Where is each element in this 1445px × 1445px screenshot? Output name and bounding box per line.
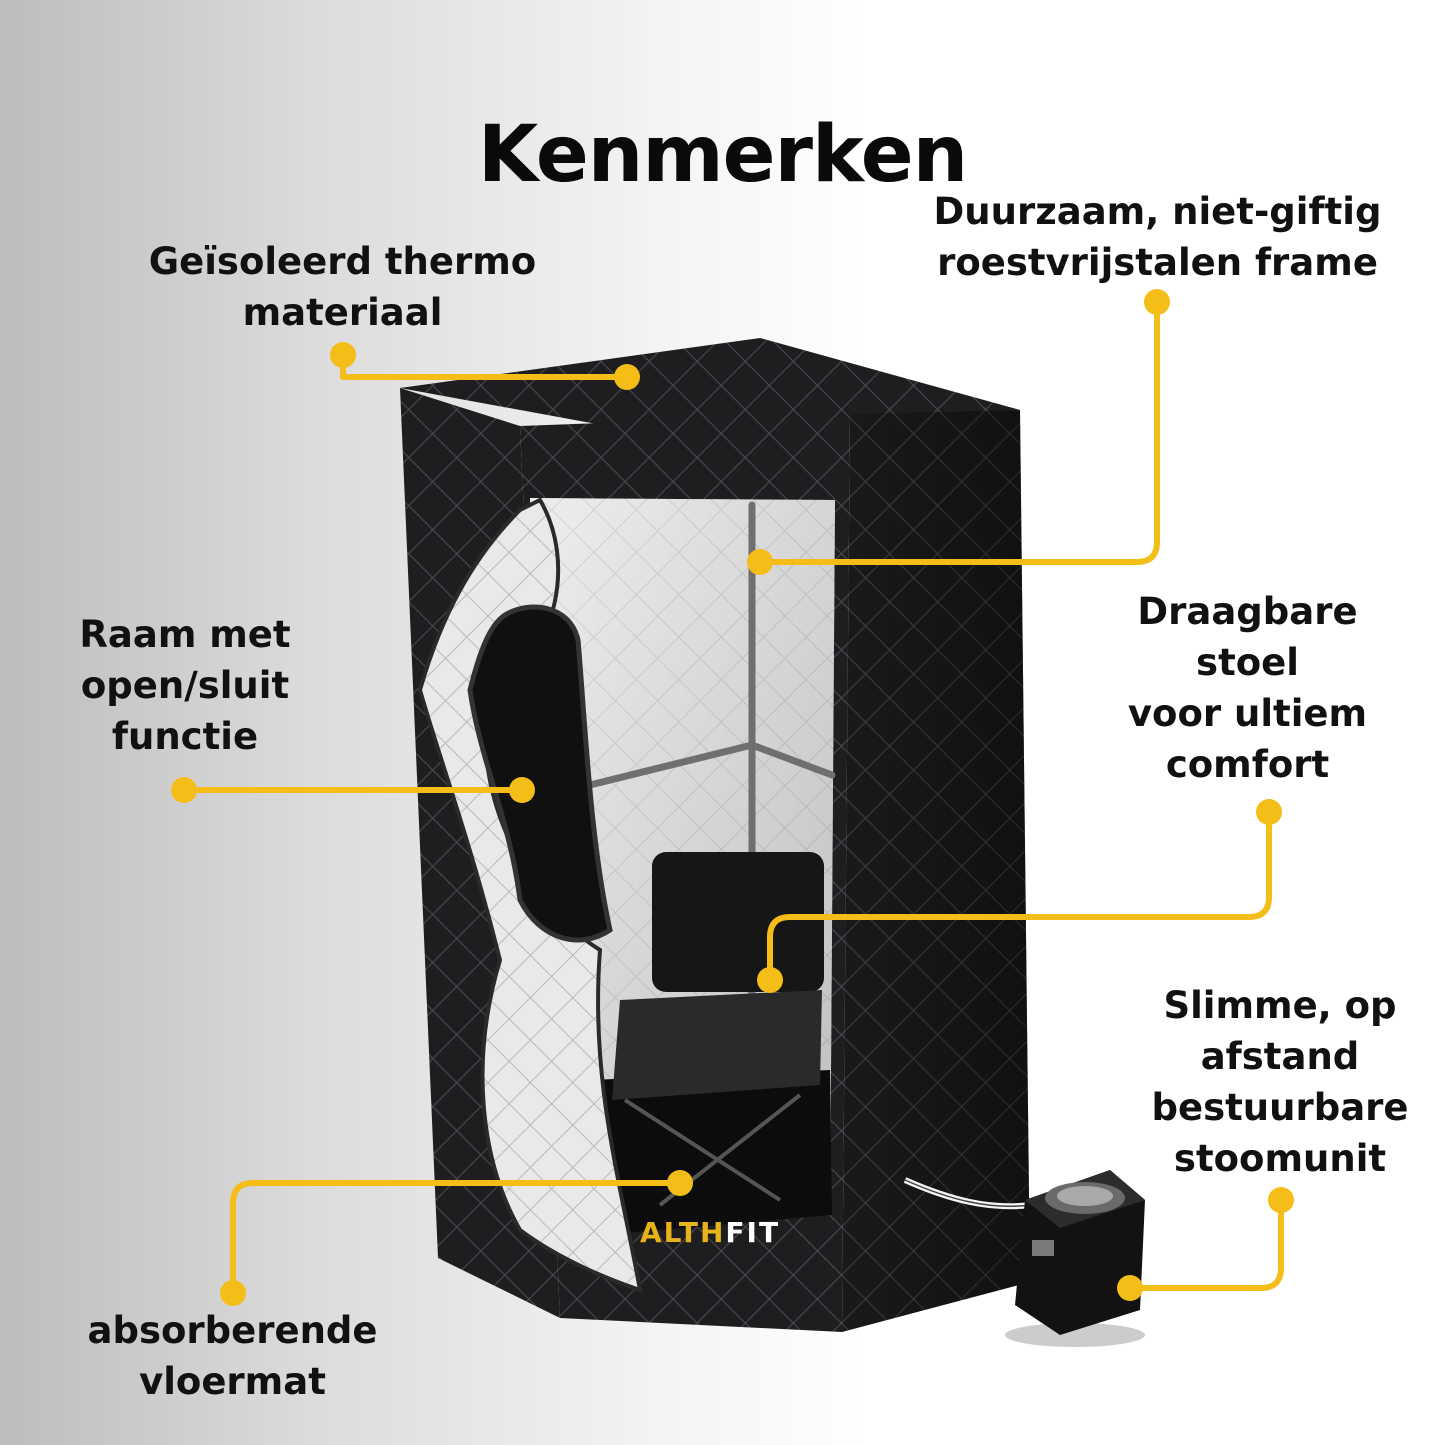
svg-text:ALTHFIT: ALTHFIT: [640, 1216, 780, 1249]
page-title: Kenmerken: [477, 110, 968, 201]
brand-left: ALTH: [640, 1216, 725, 1249]
dot-thermo-end: [614, 364, 640, 390]
dot-chair-end: [757, 967, 783, 993]
dot-steam-end: [1117, 1275, 1143, 1301]
dot-frame-end: [747, 549, 773, 575]
steam-unit: [903, 1170, 1145, 1347]
brand-right: FIT: [725, 1216, 780, 1249]
feature-window: Raam met open/sluit functie: [79, 613, 291, 758]
callout-dots: [171, 289, 1294, 1306]
dot-thermo-start: [330, 342, 356, 368]
dot-window-end: [509, 777, 535, 803]
dot-frame-start: [1144, 289, 1170, 315]
dot-mat-start: [220, 1280, 246, 1306]
feature-thermo-material: Geïsoleerd thermo materiaal: [148, 240, 537, 334]
feature-portable-chair: Draagbare stoel voor ultiem comfort: [1127, 590, 1368, 786]
dot-steam-start: [1268, 1187, 1294, 1213]
feature-steam-unit: Slimme, op afstand bestuurbare stoomunit: [1151, 984, 1409, 1180]
window: [467, 604, 613, 943]
dot-chair-start: [1256, 799, 1282, 825]
portable-chair: [612, 852, 824, 1207]
dot-window-start: [171, 777, 197, 803]
feature-floor-mat: absorberende vloermat: [87, 1309, 378, 1403]
sauna-tent: ALTHFIT: [400, 338, 1030, 1332]
feature-steel-frame: Duurzaam, niet-giftig roestvrijstalen fr…: [933, 190, 1382, 284]
dot-mat-end: [667, 1170, 693, 1196]
